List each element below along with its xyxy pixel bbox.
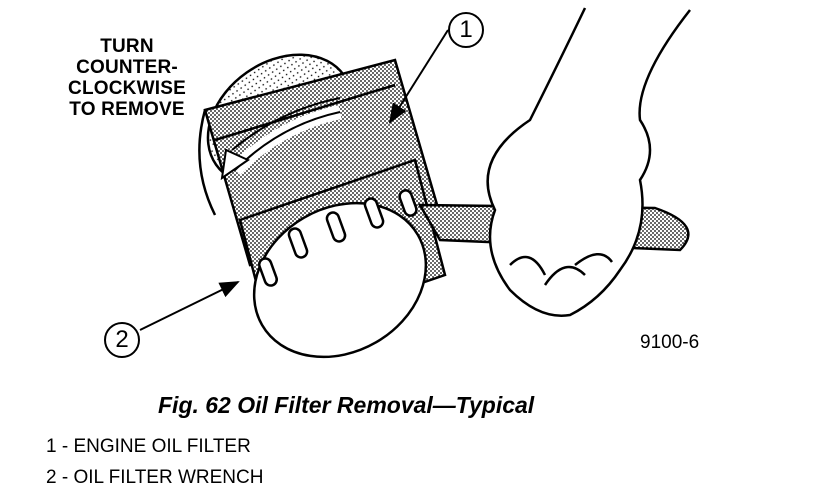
legend: 1 - ENGINE OIL FILTER 2 - OIL FILTER WRE… — [46, 431, 263, 493]
instruction-line-4: TO REMOVE — [69, 99, 185, 120]
callout-2: 2 — [104, 322, 140, 358]
legend-item-2: 2 - OIL FILTER WRENCH — [46, 467, 264, 488]
figure-caption: Fig. 62 Oil Filter Removal—Typical — [158, 392, 535, 418]
figure-id: 9100-6 — [640, 332, 700, 353]
instruction-line-1: TURN — [100, 36, 154, 57]
callout-1: 1 — [448, 12, 484, 48]
instruction-line-3: CLOCKWISE — [68, 78, 186, 99]
hand — [486, 7, 691, 317]
callout-1-leader — [388, 29, 449, 124]
rotation-instruction: TURN COUNTER- CLOCKWISE TO REMOVE — [42, 36, 212, 120]
oil-filter-removal-illustration — [139, 7, 691, 359]
legend-item-1: 1 - ENGINE OIL FILTER — [46, 436, 251, 457]
callout-2-leader — [139, 281, 240, 331]
oil-filter-wrench-band — [238, 158, 447, 359]
instruction-line-2: COUNTER- — [76, 57, 178, 78]
